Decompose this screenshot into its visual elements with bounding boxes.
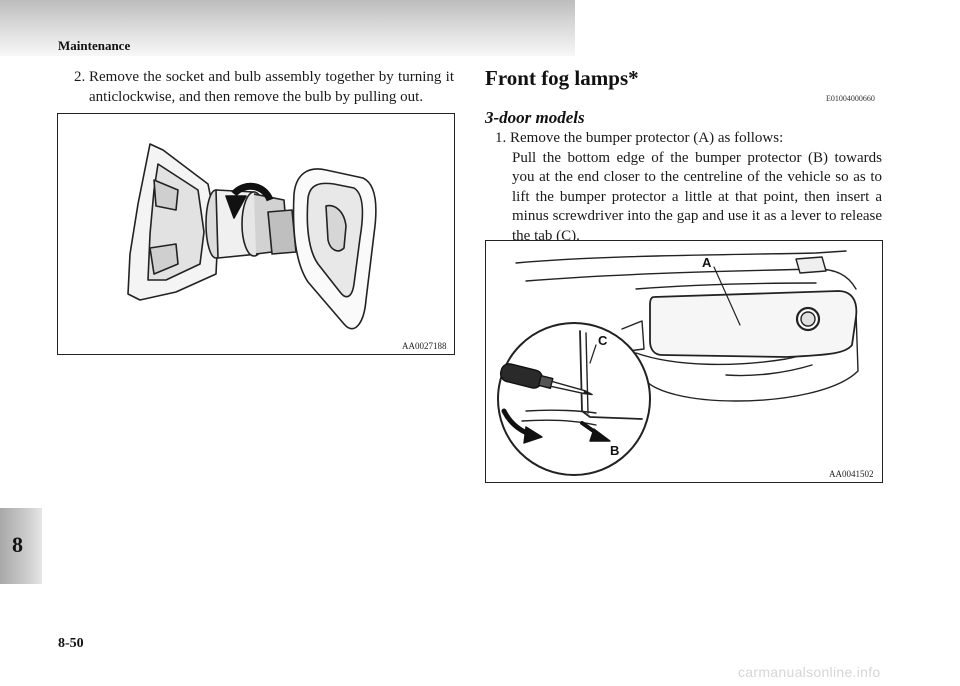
step-1: 1. Remove the bumper protector (A) as fo… [495,129,882,246]
chapter-number: 8 [12,532,23,557]
subheading: 3-door models [485,108,585,127]
figure-bumper-protector: A C B AA0041502 [485,240,883,483]
callout-b: B [610,443,619,458]
figure-socket-bulb: AA0027188 [57,113,455,355]
watermark: carmanualsonline.info [738,664,881,680]
header-band [0,0,575,56]
callout-a: A [702,255,712,270]
step-text: Remove the socket and bulb assembly toge… [89,69,454,105]
step-number: 2. [74,69,86,85]
figure-code: AA0027188 [402,341,447,351]
step-label: Remove the bumper protector (A) as follo… [510,130,784,146]
socket-bulb-illustration [127,143,377,330]
chapter-tab [0,508,42,584]
page-number: 8-50 [58,636,84,651]
callout-c: C [598,333,608,348]
step-2: 2. Remove the socket and bulb assembly t… [74,67,454,107]
bumper-protector-illustration: A C B [497,250,859,476]
step-description: Pull the bottom edge of the bumper prote… [512,149,882,244]
figure-code: AA0041502 [829,469,874,479]
section-header-title: Maintenance [58,38,131,53]
step-number: 1. [495,130,507,146]
section-code: E01004000660 [826,94,875,103]
section-title: Front fog lamps* [485,66,639,90]
